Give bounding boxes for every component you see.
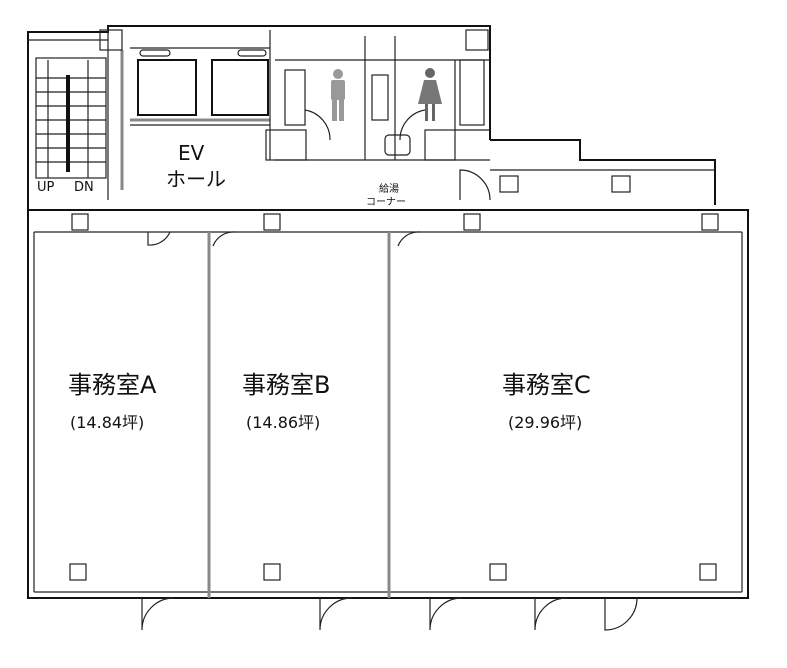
office-name: 事務室B (242, 371, 330, 399)
stair-up-label: UP (37, 180, 55, 195)
stairs-icon: UP DN (35, 57, 107, 195)
door-icon (141, 231, 638, 631)
column-icon (69, 213, 719, 581)
office-a: 事務室A (14.84坪) (68, 371, 157, 432)
pantry-label-line2: コーナー (366, 196, 406, 208)
office-b: 事務室B (14.86坪) (242, 371, 330, 432)
ev-hall-label-line1: EV (178, 141, 205, 165)
office-area: (14.86坪) (246, 413, 320, 432)
ev-hall-label-line2: ホール (166, 167, 226, 191)
office-c: 事務室C (29.96坪) (502, 371, 591, 432)
office-name: 事務室A (68, 371, 157, 399)
elevator-icon (137, 49, 269, 116)
office-area: (14.84坪) (70, 413, 144, 432)
toilets (284, 59, 485, 156)
male-toilet-icon (331, 69, 345, 121)
office-name: 事務室C (502, 371, 591, 399)
office-walls (27, 209, 749, 599)
annex (459, 169, 631, 201)
female-toilet-icon (418, 68, 442, 121)
office-area: (29.96坪) (508, 413, 582, 432)
core-walls (27, 25, 716, 210)
pantry-label-line1: 給湯 (379, 182, 399, 195)
stair-down-label: DN (74, 180, 94, 195)
